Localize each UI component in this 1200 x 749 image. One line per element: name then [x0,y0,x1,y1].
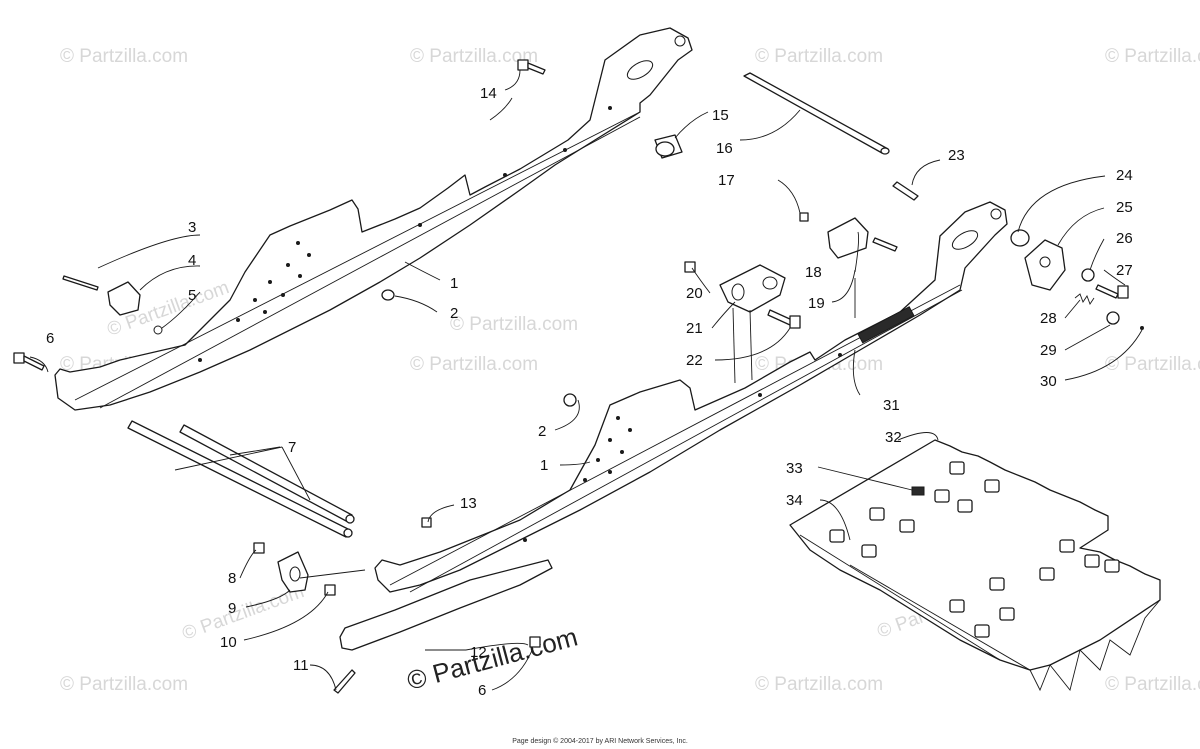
callout-34: 34 [786,492,803,509]
callout-10: 10 [220,634,237,651]
callout-33: 33 [786,460,803,477]
bolt-6-drawing [13,352,45,371]
callout-20: 20 [686,285,703,302]
callout-8: 8 [228,570,236,587]
nut-13-drawing [421,517,432,528]
watermark: © Partzilla.com [1105,354,1200,375]
leader-lines [29,69,1143,691]
callout-9: 9 [228,600,236,617]
slide-strip-drawing [339,559,553,651]
watermark: © Partzilla.com [410,354,538,375]
nut-29-drawing [1106,311,1120,325]
callout-7: 7 [288,439,296,456]
callout-24: 24 [1116,167,1133,184]
callout-6-left: 6 [46,330,54,347]
callout-1-lower: 1 [540,457,548,474]
callout-2-upper: 2 [450,305,458,322]
callout-21: 21 [686,320,703,337]
callout-12: 12 [470,644,487,661]
callout-6-bottom: 6 [478,682,486,699]
watermark: © Partzilla.com [410,46,538,67]
callout-25: 25 [1116,199,1133,216]
callout-32: 32 [885,429,902,446]
callout-19: 19 [808,295,825,312]
washer-24-drawing [1010,229,1030,247]
callout-13: 13 [460,495,477,512]
callout-16: 16 [716,140,733,157]
callout-15: 15 [712,107,729,124]
right-rail-drawing [374,201,1008,593]
callout-3: 3 [188,219,196,236]
pin-3-drawing [62,275,99,291]
callout-5: 5 [188,287,196,304]
copyright-footer: Page design © 2004-2017 by ARI Network S… [512,738,688,745]
watermark: © Partzilla.com [60,46,188,67]
callout-26: 26 [1116,230,1133,247]
washer-2-drawing [381,289,395,301]
watermark: © Partzilla.com [1105,46,1200,67]
callout-22: 22 [686,352,703,369]
watermark: © Partzilla.com [755,674,883,695]
front-block-drawing [277,551,309,593]
callout-1-upper: 1 [450,275,458,292]
callout-labels: 1 1 2 2 3 4 5 6 6 7 8 9 10 11 12 13 14 1… [46,85,1133,699]
nut-17-drawing [799,212,809,222]
callout-30: 30 [1040,373,1057,390]
watermark: © Partzilla.com [60,674,188,695]
washer-2b-drawing [563,393,577,407]
bolt-14-drawing [517,59,546,75]
callout-31: 31 [883,397,900,414]
callout-14: 14 [480,85,497,102]
tensioner-drawing [1024,239,1066,291]
block-4-drawing [107,281,141,316]
bolt-27-drawing [1095,284,1129,299]
pin-30-drawing [1140,326,1144,330]
rear-axle-drawing [743,72,890,155]
block-18-drawing [827,217,869,259]
callout-23: 23 [948,147,965,164]
watermark: © Partzilla.com [755,46,883,67]
spring-28-drawing [1074,293,1095,305]
watermark: © Partzilla.com [1105,674,1200,695]
left-rail-drawing [54,27,693,411]
track-drawing [789,439,1161,692]
callout-27: 27 [1116,262,1133,279]
callout-11: 11 [293,657,309,674]
callout-17: 17 [718,172,735,189]
watermark: © Partzilla.com [450,314,578,335]
pin-23-drawing [892,181,919,201]
cross-shafts-drawing [127,420,355,538]
bolt-10-drawing [324,584,336,596]
screw-11-drawing [333,669,356,694]
callout-4: 4 [188,252,196,269]
clip-5-drawing [153,325,163,335]
bolt-6b-drawing [529,636,541,648]
callout-28: 28 [1040,310,1057,327]
callout-29: 29 [1040,342,1057,359]
watermark-overlay: © Partzilla.com [404,621,581,695]
idler-mount-drawing [719,264,786,313]
nut-8-drawing [253,542,265,554]
rear-spacer-drawing [654,134,683,159]
callout-2-lower: 2 [538,423,546,440]
callout-18: 18 [805,264,822,281]
nut-20-drawing [684,261,696,273]
watermark: © Partzilla.com [180,581,307,645]
bolt-19-drawing [872,237,898,252]
bolt-22-drawing [767,309,801,329]
washer-26-drawing [1081,268,1095,282]
